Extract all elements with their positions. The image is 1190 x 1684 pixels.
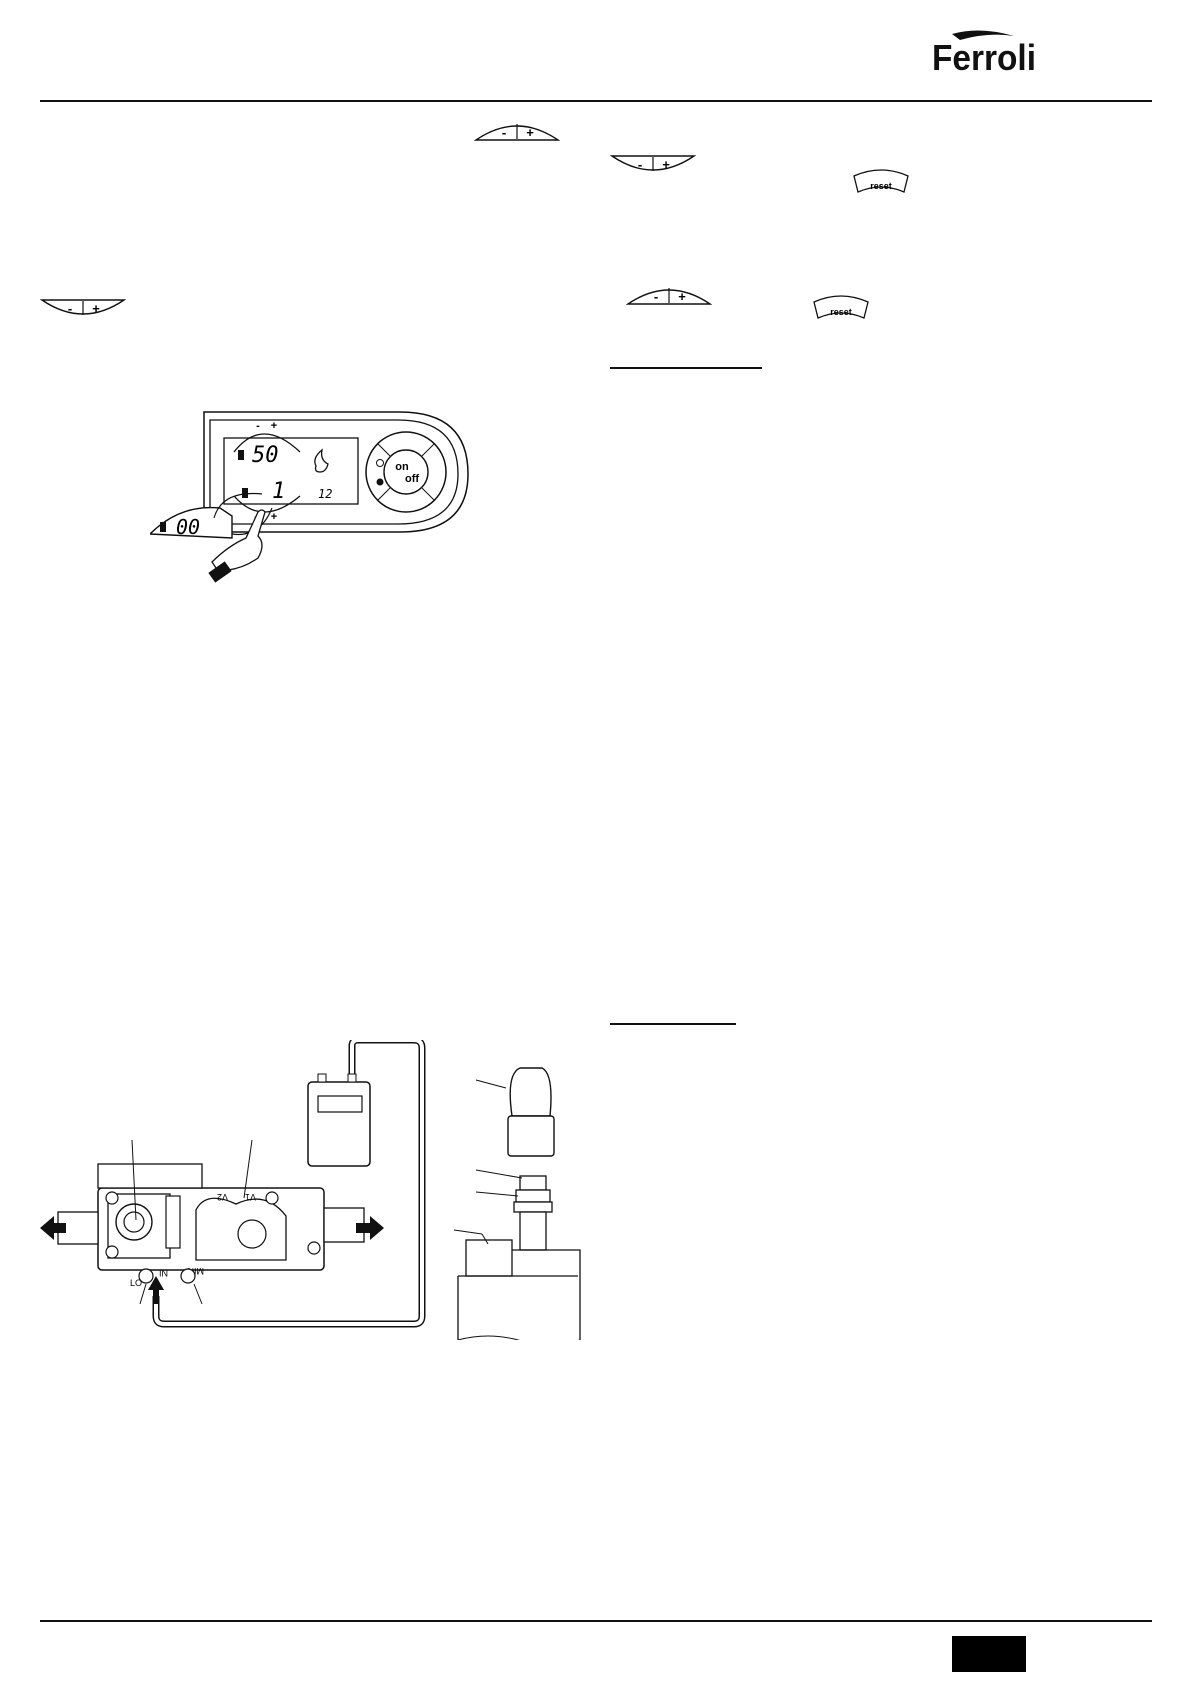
- footer-rule: [40, 1620, 1152, 1622]
- screw-icon: [265, 1191, 279, 1205]
- screw-icon: [307, 1241, 321, 1255]
- plus-label: +: [662, 157, 670, 172]
- panel-minus-top: -: [256, 420, 260, 432]
- minus-plus-button[interactable]: - +: [626, 282, 712, 306]
- display-side-value: 12: [318, 487, 332, 501]
- hand-icon: [211, 509, 266, 575]
- minus-plus-button[interactable]: - +: [474, 118, 560, 142]
- label-v1: V1: [245, 1192, 256, 1202]
- popup-bubble: [150, 506, 233, 539]
- section-heading-underline: [610, 1023, 736, 1025]
- reset-button[interactable]: reset: [812, 294, 870, 322]
- page-number-box: [952, 1636, 1026, 1672]
- manometer: [307, 1081, 371, 1167]
- header-rule: [40, 100, 1152, 102]
- label-v2: V2: [217, 1192, 228, 1202]
- screw-icon: [105, 1245, 119, 1259]
- popup-value: 00: [176, 515, 200, 539]
- arrow-outlet-icon: [40, 1216, 66, 1240]
- lcd-screen: [223, 437, 359, 505]
- plus-label: +: [526, 125, 534, 140]
- arrow-inlet-icon: [356, 1216, 384, 1240]
- panel-plus-bottom: +: [271, 511, 277, 523]
- label-ni: NI: [159, 1268, 168, 1278]
- on-label: on: [395, 461, 409, 473]
- radiator-icon: [242, 488, 248, 498]
- popup-radiator-icon: [160, 522, 166, 532]
- brand-logo-text: Ferroli: [932, 37, 1036, 78]
- off-label: off: [405, 473, 419, 485]
- minus-label: -: [502, 125, 506, 140]
- on-off-button: [383, 449, 429, 495]
- pressure-test-point: [138, 1268, 154, 1284]
- reset-label: reset: [830, 307, 852, 317]
- snowflake-icon: [376, 478, 384, 486]
- display-bottom-value: 1: [272, 479, 285, 504]
- ferroli-logo: Ferroli: [932, 30, 1036, 78]
- arrow-icon: [213, 492, 263, 519]
- panel-plus-top: +: [271, 420, 277, 432]
- tap-icon: [238, 450, 244, 460]
- modulator-cap-figure: [453, 1067, 581, 1340]
- sun-icon: [376, 459, 384, 467]
- reset-label: reset: [870, 181, 892, 191]
- nut: [519, 1175, 547, 1191]
- reset-button[interactable]: reset: [852, 168, 910, 196]
- minus-label: -: [68, 301, 72, 316]
- adjust-screw: [180, 1268, 196, 1284]
- gas-valve-figure: V2 V1 MIN LO NI: [40, 1040, 426, 1328]
- section-heading-underline: [610, 367, 762, 369]
- minus-plus-button[interactable]: - +: [40, 298, 126, 322]
- label-lo: LO: [130, 1278, 142, 1288]
- display-top-value: 50: [252, 443, 279, 468]
- minus-label: -: [638, 157, 642, 172]
- control-panel-figure: - + 50 1 12 - + on off 00: [150, 411, 469, 583]
- protective-cap: [509, 1067, 552, 1117]
- minus-plus-button[interactable]: - +: [610, 154, 696, 178]
- label-min: MIN: [188, 1266, 205, 1276]
- arrow-up-icon: [148, 1276, 164, 1304]
- screw-icon: [105, 1191, 119, 1205]
- flame-icon: [314, 448, 329, 473]
- plus-label: +: [92, 301, 100, 316]
- minus-label: -: [654, 289, 658, 304]
- plus-label: +: [678, 289, 686, 304]
